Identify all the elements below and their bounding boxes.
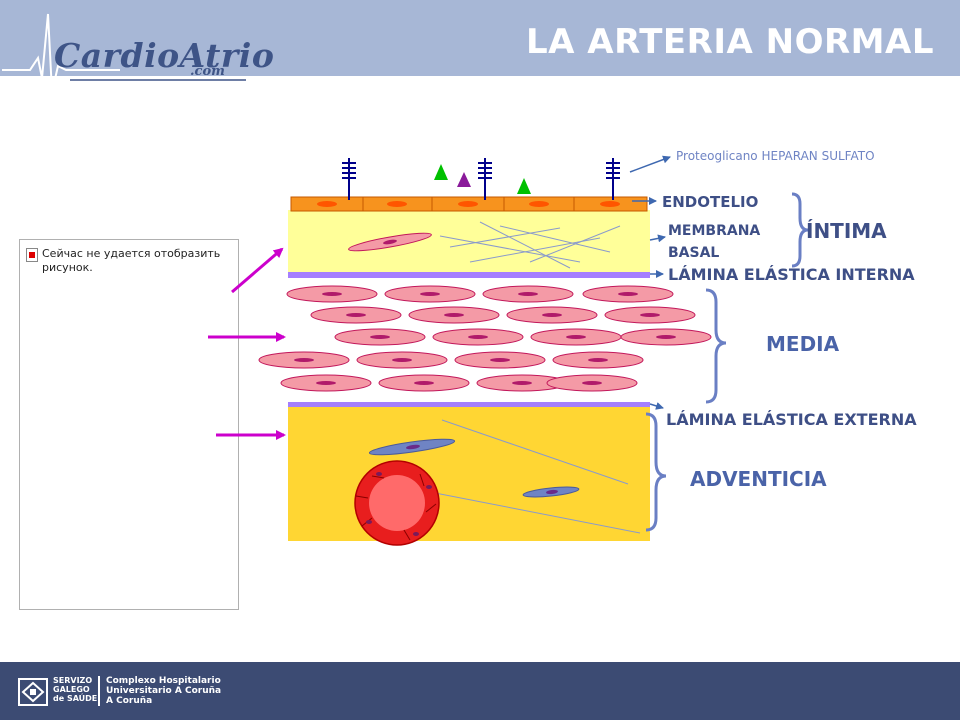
footer-bar: SERVIZO GALEGO de SAÚDE Complexo Hospita… <box>0 662 960 720</box>
cell-nucleus <box>468 335 488 339</box>
external-elastic-lamina-label: LÁMINA ELÁSTICA EXTERNA <box>666 410 917 429</box>
cardioatrio-logo: CardioAtrio .com <box>0 0 274 96</box>
green-triangle-icon <box>434 164 448 180</box>
proteoglycan-icon <box>342 158 620 200</box>
cell-nucleus <box>370 335 390 339</box>
logo-suffix: .com <box>190 64 225 79</box>
endothelium-layer <box>290 196 648 212</box>
footer-divider <box>98 676 100 706</box>
cell-nucleus <box>414 381 434 385</box>
cell-nucleus <box>656 335 676 339</box>
cell-nucleus <box>490 358 510 362</box>
media-label: MEDIA <box>766 332 840 356</box>
intima-layer <box>288 210 650 272</box>
servizo-galego-text: SERVIZO GALEGO de SAÚDE <box>53 676 98 703</box>
cell-nucleus <box>582 381 602 385</box>
cell-nucleus <box>322 292 342 296</box>
basal-membrane-label-line1: MEMBRANA <box>668 223 761 239</box>
broken-image-icon <box>26 248 38 262</box>
connector-proteoglycan <box>629 155 671 173</box>
hospital-name-text: Complexo Hospitalario Universitario A Co… <box>106 676 222 706</box>
adventitia-brace <box>645 412 667 532</box>
logo-name: CardioAtrio <box>54 36 275 75</box>
intima-brace <box>791 192 809 268</box>
cell-nucleus <box>346 313 366 317</box>
broken-image-placeholder: Сейчас не удается отобразить рисунок. <box>19 239 239 610</box>
cell-nucleus <box>512 381 532 385</box>
cell-nucleus <box>542 313 562 317</box>
basal-membrane-label-line2: BASAL <box>668 245 720 261</box>
connector-external-lamina <box>649 402 664 410</box>
pointer-arrow-intima <box>231 247 284 294</box>
cell-nucleus <box>588 358 608 362</box>
adventitia-layer <box>288 407 650 541</box>
green-triangle-icon <box>517 178 531 194</box>
internal-elastic-lamina <box>288 272 650 278</box>
media-layer <box>258 285 712 392</box>
intima-label: ÍNTIMA <box>806 219 887 243</box>
adventitia-label: ADVENTICIA <box>690 467 827 491</box>
cell-nucleus <box>518 292 538 296</box>
vasa-vasorum-vessel <box>354 460 440 546</box>
internal-elastic-lamina-label: LÁMINA ELÁSTICA INTERNA <box>668 265 915 284</box>
cell-nucleus <box>316 381 336 385</box>
endothelium-label: ENDOTELIO <box>662 193 759 211</box>
external-elastic-lamina <box>288 402 650 407</box>
media-brace <box>705 288 727 404</box>
header-bar <box>0 0 960 76</box>
ecg-trace-icon <box>2 13 246 93</box>
broken-image-message: Сейчас не удается отобразить рисунок. <box>42 247 221 274</box>
proteoglycan-label: Proteoglicano HEPARAN SULFATO <box>676 149 875 163</box>
cell-nucleus <box>294 358 314 362</box>
sergas-logo-icon <box>18 678 48 706</box>
cell-nucleus <box>618 292 638 296</box>
page-title: LA ARTERIA NORMAL <box>525 22 934 62</box>
cell-nucleus <box>566 335 586 339</box>
purple-triangle-icon <box>457 172 471 187</box>
cell-nucleus <box>420 292 440 296</box>
cell-nucleus <box>392 358 412 362</box>
cell-nucleus <box>444 313 464 317</box>
cell-nucleus <box>640 313 660 317</box>
connector-basal-membrane <box>649 234 666 243</box>
